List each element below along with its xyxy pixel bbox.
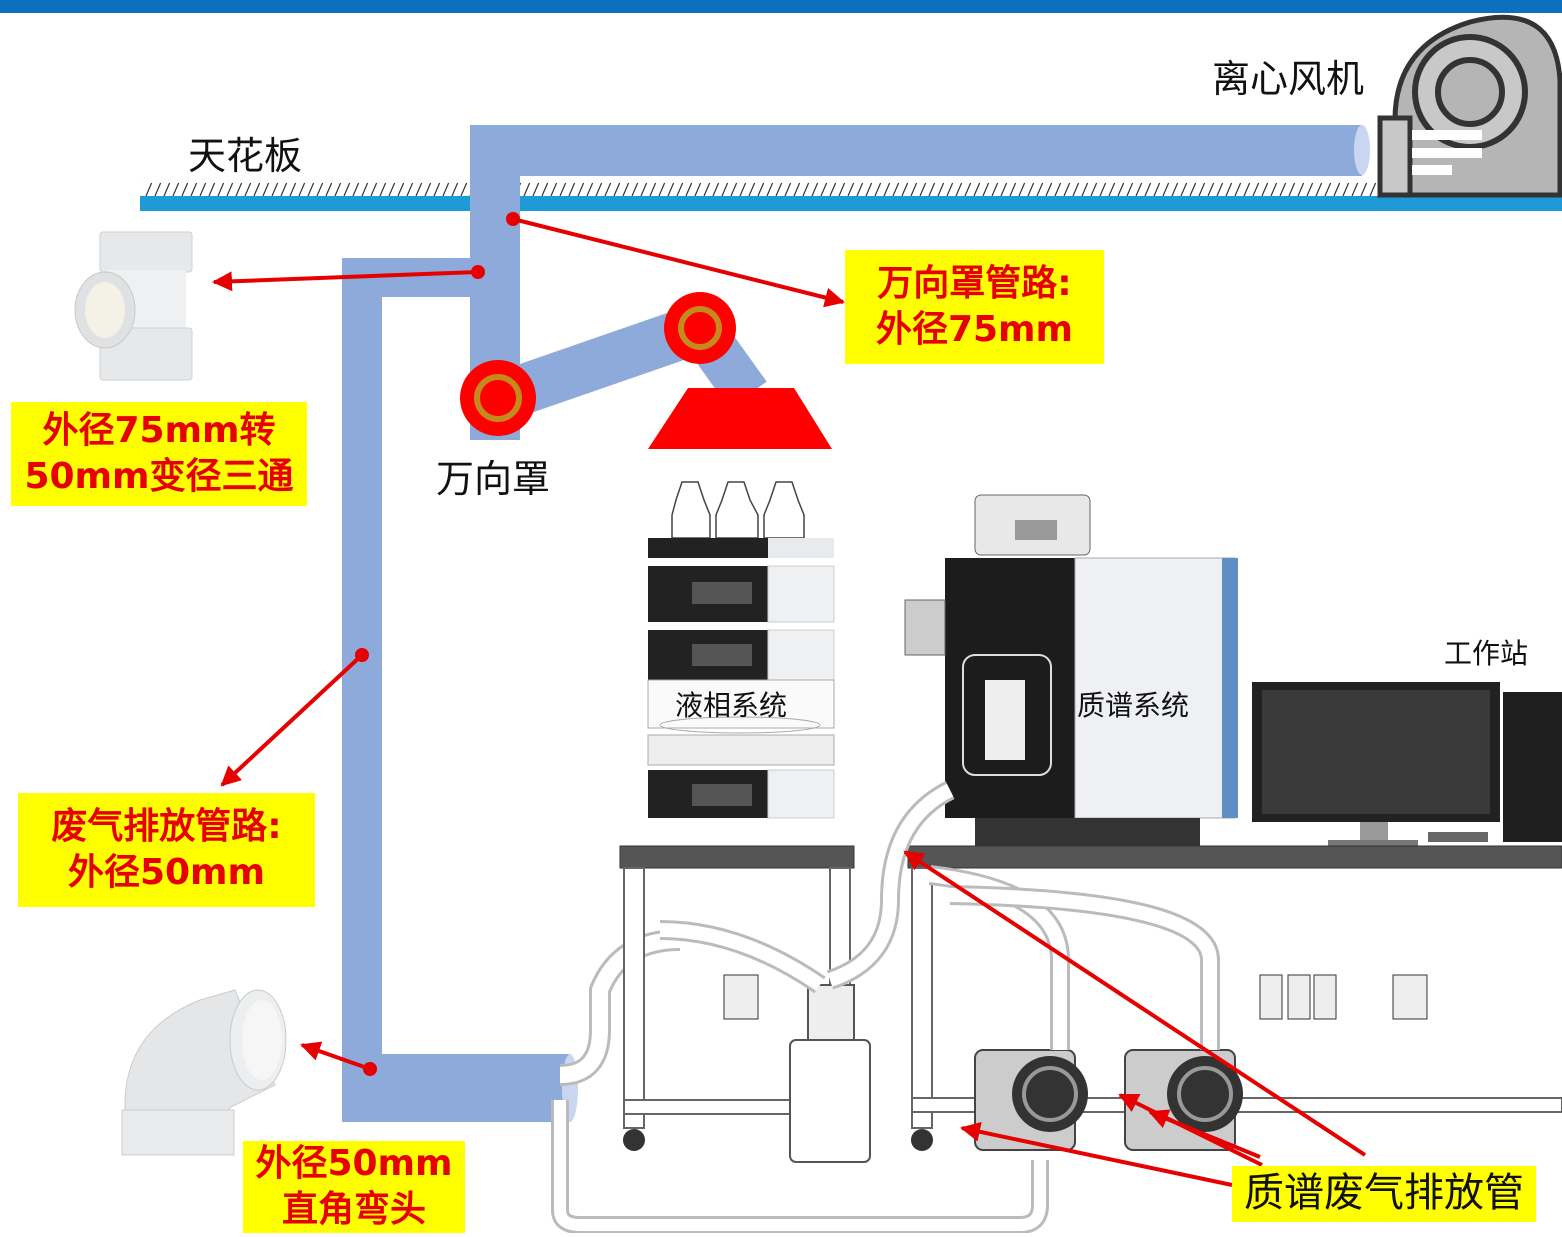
centrifugal-fan-icon <box>1377 14 1562 198</box>
ms-system-label: 质谱系统 <box>1077 689 1190 722</box>
ceiling <box>140 183 1562 211</box>
workstation <box>1252 682 1562 846</box>
elbow-callout-line1: 外径50mm <box>255 1142 453 1184</box>
lc-system-label: 液相系统 <box>675 689 788 722</box>
ms-exhaust-callout: 质谱废气排放管 <box>1232 1166 1536 1222</box>
elbow-fitting-icon <box>121 989 287 1156</box>
exhaust-duct <box>342 258 1049 1234</box>
ms-system <box>904 494 1238 846</box>
tee-fitting-icon <box>74 231 193 381</box>
lc-system <box>647 481 835 819</box>
exhaust-pipe-callout: 废气排放管路: 外径50mm <box>18 793 315 907</box>
waste-bottle <box>789 984 871 1163</box>
hood-pipe-callout-line1: 万向罩管路: <box>877 262 1072 304</box>
elbow-callout: 外径50mm 直角弯头 <box>243 1141 465 1233</box>
ceiling-label: 天花板 <box>188 134 303 178</box>
callout-arrows <box>212 212 1367 1187</box>
fan-label: 离心风机 <box>1212 57 1365 101</box>
hood-label: 万向罩 <box>436 457 551 501</box>
exhaust-pipe-callout-line1: 废气排放管路: <box>51 805 282 847</box>
hood-pipe-callout: 万向罩管路: 外径75mm <box>845 250 1104 364</box>
tee-callout-line2: 50mm变径三通 <box>24 456 294 497</box>
exhaust-pipe-callout-line2: 外径50mm <box>67 852 266 893</box>
top-bar <box>0 0 1562 13</box>
elbow-callout-line2: 直角弯头 <box>281 1189 426 1230</box>
tee-callout: 外径75mm转 50mm变径三通 <box>11 402 307 506</box>
tee-callout-line1: 外径75mm转 <box>42 409 276 451</box>
workstation-label: 工作站 <box>1444 637 1529 670</box>
main-duct <box>470 125 1370 440</box>
universal-hood-icon <box>460 292 832 449</box>
hood-pipe-callout-line2: 外径75mm <box>875 309 1074 350</box>
